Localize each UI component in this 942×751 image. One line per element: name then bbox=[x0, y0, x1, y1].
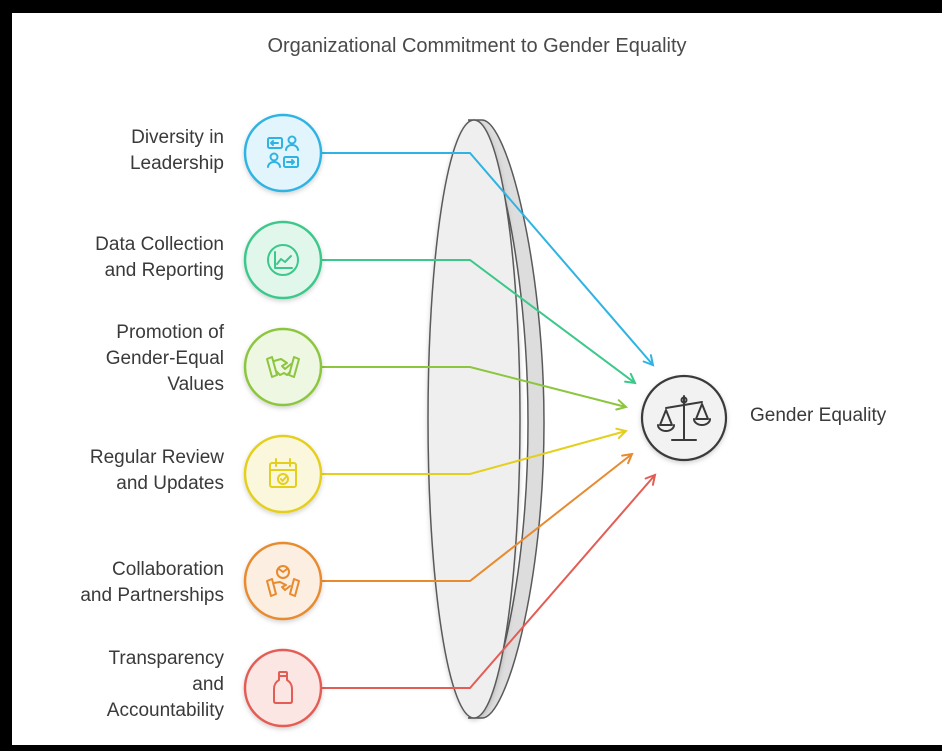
input-label-diversity: Diversity in Leadership bbox=[129, 127, 224, 174]
arrowhead-3 bbox=[615, 399, 629, 411]
diagram-title: Organizational Commitment to Gender Equa… bbox=[267, 35, 687, 57]
input-label-promotion: Promotion of Gender-Equal Values bbox=[105, 322, 224, 395]
connector-line-2 bbox=[321, 259, 636, 384]
partnership-icon bbox=[266, 565, 300, 597]
input-label-collaboration: Collaboration and Partnerships bbox=[80, 559, 224, 606]
input-node-6 bbox=[243, 648, 323, 728]
input-label-transparency: Transparency and Accountability bbox=[106, 648, 224, 721]
result-label: Gender Equality bbox=[750, 405, 887, 426]
calendar-check-icon bbox=[269, 458, 297, 488]
scales-icon bbox=[657, 395, 711, 441]
handshake-icon bbox=[266, 356, 300, 378]
diagram-graphics bbox=[243, 113, 728, 728]
people-chat-icon bbox=[267, 135, 299, 168]
input-label-data-collection: Data Collection and Reporting bbox=[95, 234, 224, 281]
lens-front bbox=[427, 119, 521, 719]
connector-line-3 bbox=[321, 366, 627, 408]
arrowhead-1 bbox=[642, 354, 655, 367]
connectors bbox=[321, 152, 657, 689]
input-node-5 bbox=[243, 541, 323, 621]
arrowhead-6 bbox=[644, 473, 657, 486]
connector-line-6 bbox=[321, 474, 656, 689]
line-chart-icon bbox=[267, 244, 299, 276]
connector-line-1 bbox=[321, 152, 654, 366]
lens bbox=[427, 119, 545, 719]
arrowhead-5 bbox=[621, 452, 634, 465]
input-nodes bbox=[243, 113, 323, 728]
input-label-review: Regular Review and Updates bbox=[89, 447, 224, 494]
connector-line-5 bbox=[321, 453, 633, 582]
diagram-canvas: Organizational Commitment to Gender Equa… bbox=[12, 13, 942, 745]
arrowhead-4 bbox=[615, 427, 629, 439]
arrowhead-2 bbox=[624, 372, 637, 385]
input-node-1 bbox=[243, 113, 323, 193]
bottle-icon bbox=[273, 671, 293, 704]
lens-back bbox=[467, 119, 545, 719]
connector-line-4 bbox=[321, 430, 627, 475]
